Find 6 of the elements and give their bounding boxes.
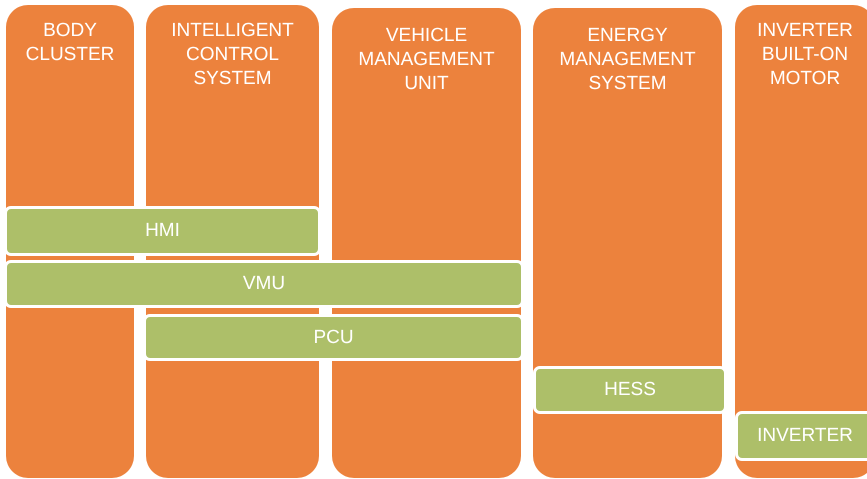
module-bar: HESS [533,366,727,414]
layer-column: INVERTER BUILT-ON MOTOR INVERTER [735,5,867,478]
module-bar: HMI [4,206,321,256]
module-bar: INVERTER [735,411,867,461]
module-bar: PCU [143,314,524,361]
module-bar: VMU [4,260,524,308]
